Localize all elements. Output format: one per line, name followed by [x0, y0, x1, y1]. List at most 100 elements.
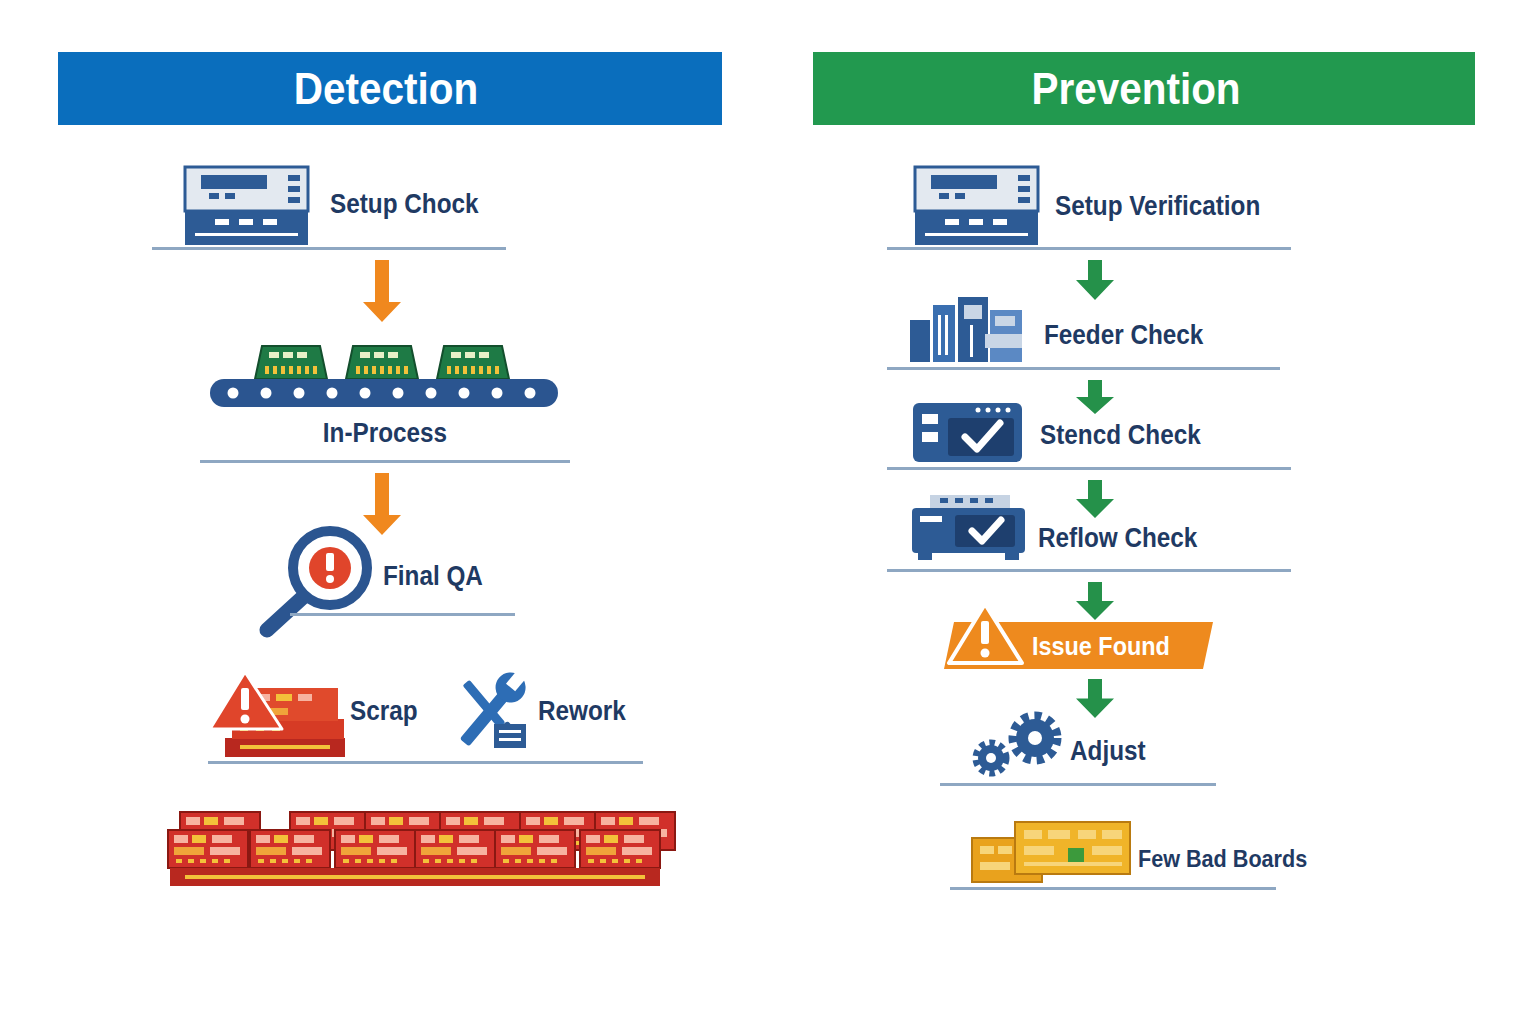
conveyor-icon-part: [210, 379, 558, 407]
feeder-icon-part: [910, 320, 930, 362]
node-label: Detection: [294, 65, 478, 113]
result-item: Few Bad Boards: [950, 830, 1276, 890]
gears-icon-part: [976, 743, 1006, 773]
few-boards-icon-part: [998, 846, 1012, 854]
feeder-icon-part: [945, 315, 948, 355]
scrap-icon-part: [210, 672, 282, 729]
node-label: Reflow Check: [1038, 524, 1197, 554]
check-step: Stencd Check: [887, 416, 1291, 470]
conveyor-icon-part: [437, 346, 509, 379]
scrap-icon: [210, 672, 345, 757]
gears-icon-part: [986, 753, 996, 763]
outcome-item: Scrap: [208, 668, 450, 764]
few-boards-icon-part: [1024, 830, 1042, 839]
scrapped-boards-pile-part: [335, 830, 415, 868]
few-boards-icon-part: [1102, 830, 1122, 839]
conveyor-icon-part: [459, 388, 470, 399]
conveyor-icon-part: [525, 388, 536, 399]
stencil-icon-part: [913, 403, 1022, 462]
node-label: Stencd Check: [1040, 421, 1201, 451]
node-label: Issue Found: [1032, 632, 1170, 661]
scrapped-boards-pile-part: [580, 830, 660, 868]
column-header: Detection: [58, 52, 722, 125]
gears-icon-part: [978, 745, 1004, 771]
rework-icon-part-part: [489, 666, 531, 708]
node-label: Rework: [538, 697, 626, 727]
node-label: Few Bad Boards: [1138, 846, 1307, 872]
few-boards-icon-part: [980, 862, 1010, 870]
scrapped-boards-pile: [168, 812, 675, 886]
magnifier-icon-part: [326, 553, 334, 571]
feeder-icon-part: [933, 305, 955, 362]
scrap-icon-part: [298, 694, 312, 701]
feeder-icon-part: [985, 334, 1022, 348]
node-label: Feeder Check: [1044, 321, 1203, 351]
warning-triangle-part: [981, 621, 989, 644]
column-header: Prevention: [813, 52, 1475, 125]
conveyor-icon-part: [360, 388, 371, 399]
feeder-icon: [910, 297, 1022, 362]
reflow-oven-icon-part: [972, 520, 1001, 541]
stencil-icon-part: [948, 418, 1014, 456]
reflow-oven-icon: [912, 495, 1025, 560]
stencil-icon-part: [986, 408, 991, 413]
feeder-icon-part: [995, 316, 1015, 326]
scrapped-boards-pile-part: [168, 830, 248, 868]
reflow-oven-icon-part: [985, 498, 993, 503]
conveyor-icon-part: [294, 388, 305, 399]
reflow-oven-icon-part: [940, 498, 948, 503]
conveyor-icon-part: [261, 388, 272, 399]
scrap-icon-part: [241, 715, 250, 724]
stencil-icon-part: [976, 408, 981, 413]
scrapped-boards-pile-part: [415, 830, 495, 868]
setup-machine-icon: [185, 167, 308, 245]
process-step: In-Process: [200, 324, 570, 463]
banner-outline: [944, 622, 1213, 669]
reflow-oven-icon-part: [930, 495, 1010, 508]
node-label: Setup Verification: [1055, 192, 1260, 222]
stencil-icon-part: [922, 432, 938, 442]
few-boards-icon-part: [1024, 862, 1122, 866]
node-label: Prevention: [1031, 65, 1240, 113]
gears-icon-part: [1013, 716, 1057, 760]
flow-arrow: [363, 260, 401, 322]
action-step: Adjust: [940, 720, 1216, 786]
few-boards-icon-part: [980, 846, 994, 854]
rework-icon: [453, 664, 534, 752]
few-boards-icon-part: [1092, 846, 1122, 855]
feeder-icon-part: [958, 297, 988, 362]
rework-icon-part: [494, 724, 526, 748]
few-boards-icon: [972, 822, 1130, 882]
rework-icon-part: [499, 738, 521, 741]
scrapped-boards-pile-part: [495, 830, 575, 868]
conveyor-icon-part: [393, 388, 404, 399]
few-boards-icon-part: [1068, 848, 1084, 864]
node-label: Setup Chock: [330, 190, 479, 220]
warning-triangle: [949, 604, 1022, 663]
conveyor-icon-part: [492, 388, 503, 399]
flow-arrow: [1076, 380, 1114, 414]
stencil-icon-part: [996, 408, 1001, 413]
process-step: Setup Chock: [152, 160, 506, 250]
warning-triangle-part: [981, 649, 990, 658]
scrapped-boards-pile-part: [185, 875, 645, 879]
rework-icon-part: [499, 730, 521, 733]
rework-icon-part: [453, 664, 534, 752]
few-boards-icon-part: [1078, 830, 1096, 839]
rework-icon-part-part: [463, 680, 506, 729]
feeder-icon-part: [938, 315, 941, 355]
outcome-item: Rework: [450, 668, 643, 764]
magnifier-icon-part: [326, 575, 334, 583]
check-step: Setup Verification: [887, 160, 1291, 250]
inspection-step: Final QA: [290, 537, 515, 616]
magnifier-icon-part: [293, 531, 367, 605]
node-label: Final QA: [383, 562, 483, 592]
node-label: In-Process: [323, 419, 447, 449]
scrapped-boards-pile-part: [250, 830, 330, 868]
flow-arrow: [1076, 679, 1114, 718]
flow-arrow: [363, 473, 401, 535]
flow-arrow: [1076, 582, 1114, 620]
warning-triangle-part: [949, 604, 1022, 663]
